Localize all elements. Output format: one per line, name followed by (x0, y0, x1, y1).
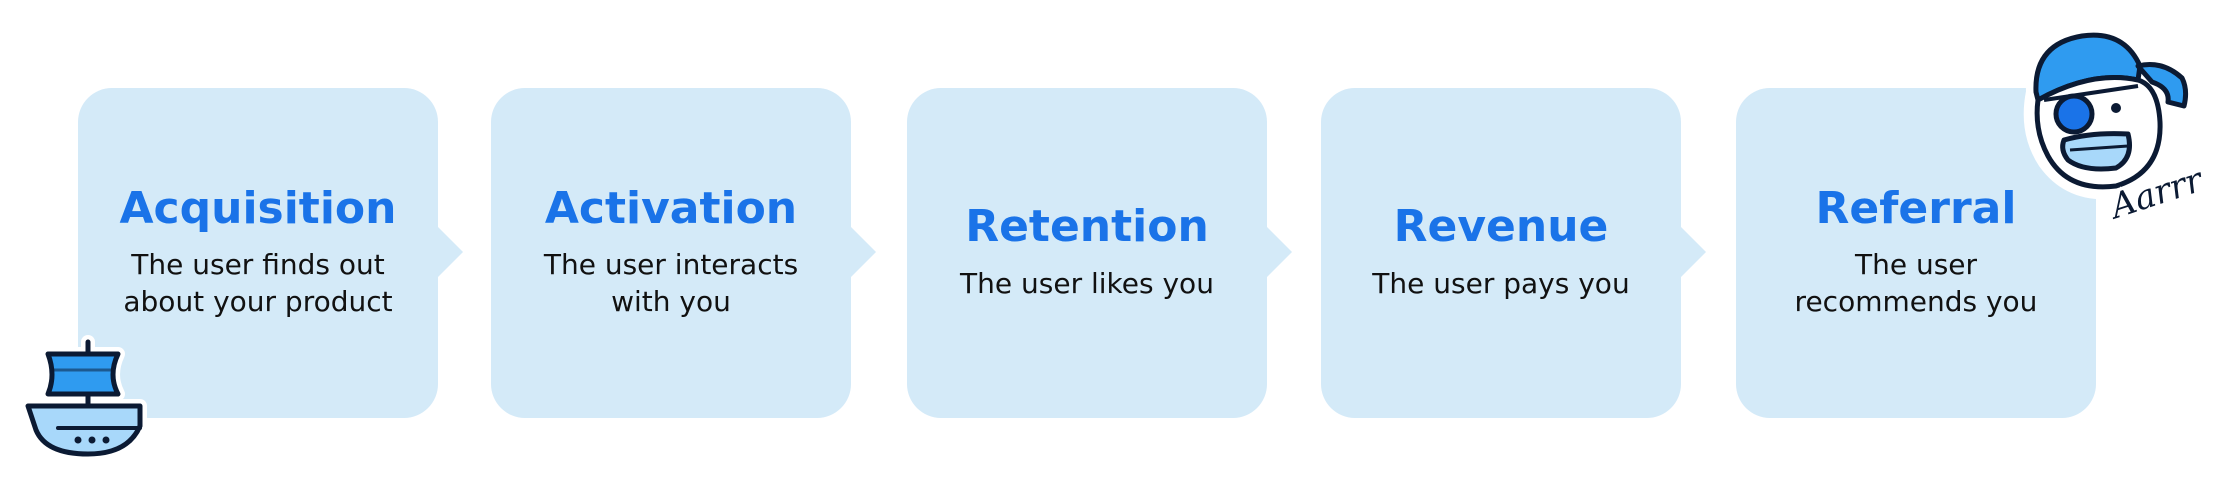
stage-title: Revenue (1393, 201, 1609, 253)
stage-card-acquisition (78, 88, 463, 418)
stage-card-revenue (1321, 88, 1706, 418)
stage-description: The user recommends you (1794, 248, 2038, 319)
stage-text-referral: Referral The user recommends you (1736, 88, 2096, 418)
stage-title: Retention (965, 201, 1209, 253)
stage-text-revenue: Revenue The user pays you (1321, 88, 1681, 418)
stage-card-referral (1736, 88, 2096, 418)
pirate-head-icon: Aarrr (2023, 25, 2212, 227)
stage-description: The user pays you (1372, 266, 1630, 300)
stage-arrow-3 (1266, 226, 1292, 278)
stage-text-activation: Activation The user interacts with you (491, 88, 851, 418)
stage-text-retention: Retention The user likes you (907, 88, 1267, 418)
stage-arrow-4 (1680, 226, 1706, 278)
stage-title: Referral (1815, 182, 2017, 234)
stage-description: The user likes you (960, 266, 1214, 300)
stage-title: Acquisition (119, 182, 397, 234)
stage-description: The user interacts with you (543, 248, 799, 319)
stage-title: Activation (544, 182, 798, 234)
pirate-ship-icon (21, 335, 147, 461)
stage-card-retention (907, 88, 1292, 418)
stage-arrow-1 (437, 226, 463, 278)
stage-description: The user finds out about your product (123, 248, 393, 319)
stage-card-activation (491, 88, 876, 418)
stage-text-acquisition: Acquisition The user finds out about you… (78, 88, 438, 418)
stage-arrow-2 (850, 226, 876, 278)
